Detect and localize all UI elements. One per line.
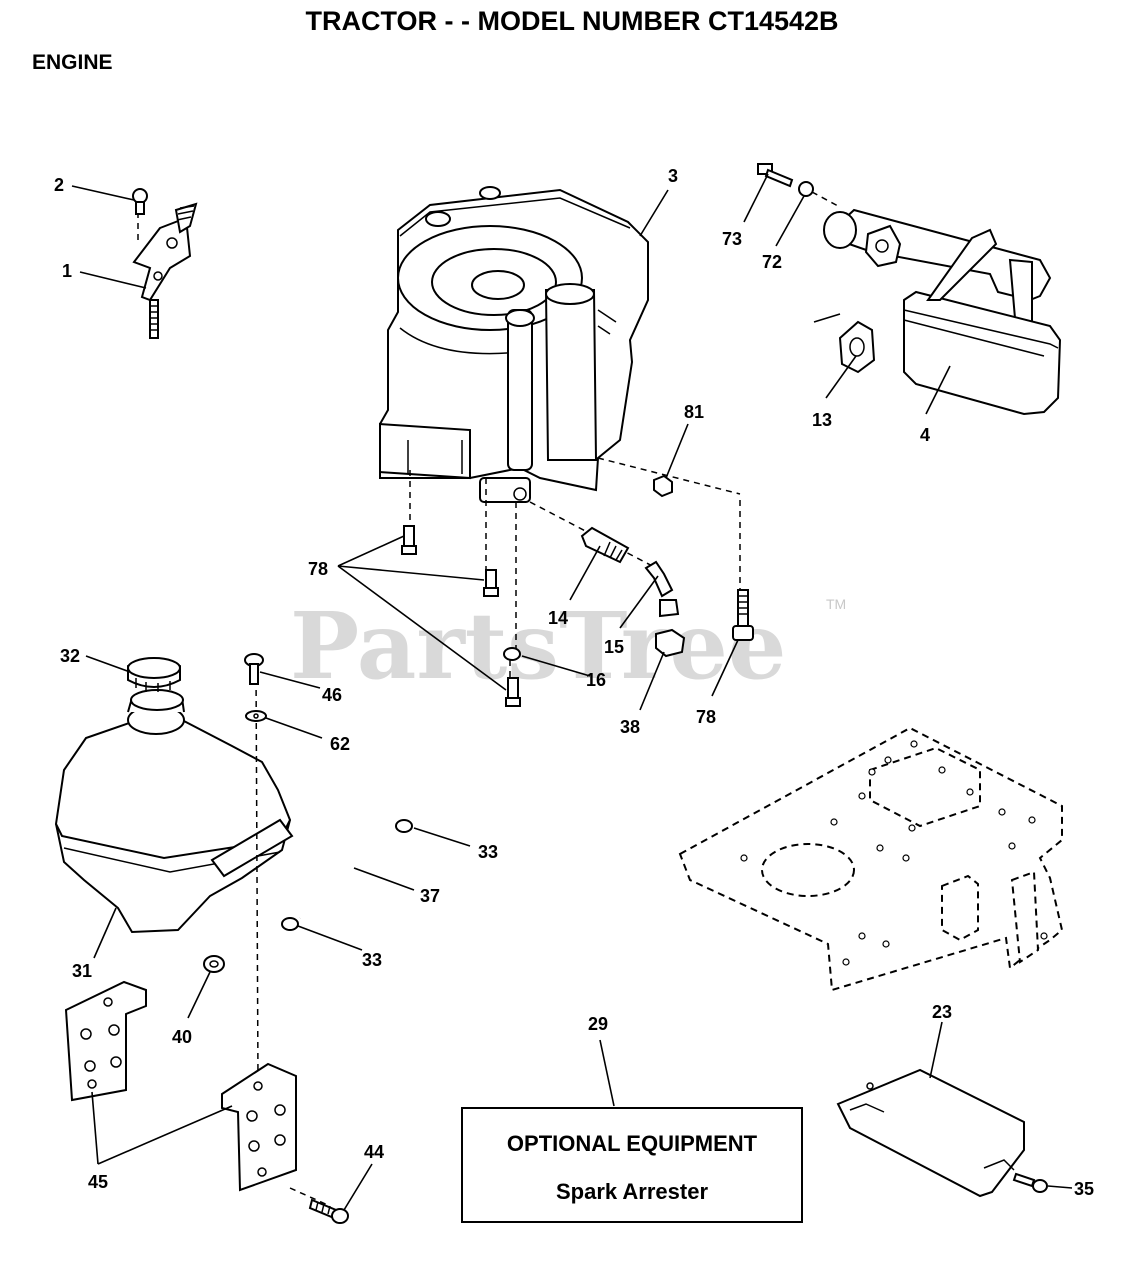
section-heading: ENGINE — [32, 51, 113, 74]
callout-33-upper: 33 — [478, 842, 498, 862]
page-title: TRACTOR - - MODEL NUMBER CT14542B — [305, 6, 838, 36]
callout-16: 16 — [586, 670, 606, 690]
elbow-part-15[interactable] — [644, 560, 674, 598]
fuel-cap-part[interactable] — [127, 657, 181, 692]
callout-73: 45 — [88, 1172, 108, 1192]
callout-labels: 2 1 3 73 72 13 4 81 78 14 15 16 38 78 32… — [54, 166, 1094, 1199]
muffler-part[interactable] — [823, 208, 1062, 416]
washer-part-16[interactable] — [503, 647, 521, 661]
fitting-part-38[interactable] — [655, 599, 686, 658]
callout-13: 13 — [812, 410, 832, 430]
screw-part-45[interactable] — [244, 653, 264, 685]
bolt-part-72[interactable] — [757, 163, 794, 188]
fuel-pipe-part-14[interactable] — [580, 526, 630, 564]
optional-equipment-box: OPTIONAL EQUIPMENT Spark Arrester — [461, 1107, 803, 1223]
callout-33-lower: 33 — [362, 950, 382, 970]
callout-45: 46 — [322, 685, 342, 705]
screw-part-44[interactable] — [308, 1198, 349, 1224]
callout-78-left: 78 — [308, 559, 328, 579]
watermark: PartsTree — [290, 592, 786, 700]
engine-part[interactable] — [379, 186, 649, 503]
clamp-part-33-upper[interactable] — [395, 819, 413, 833]
callout-35: 35 — [1074, 1179, 1094, 1199]
callout-31: 31 — [72, 961, 92, 981]
callout-1: 1 — [62, 261, 72, 281]
callout-78-right: 78 — [696, 707, 716, 727]
bracket-part-73-left[interactable] — [64, 980, 147, 1102]
throttle-control-part[interactable] — [132, 202, 198, 339]
bolt-part-78-left[interactable] — [401, 525, 521, 707]
bracket-part-73-right[interactable] — [221, 1062, 297, 1192]
callout-38: 38 — [620, 717, 640, 737]
callout-46: 62 — [330, 734, 350, 754]
fuel-tank-part[interactable] — [54, 689, 294, 934]
callout-15: 15 — [604, 637, 624, 657]
callout-23: 23 — [932, 1002, 952, 1022]
callout-4: 4 — [920, 425, 930, 445]
callout-29: 29 — [588, 1014, 608, 1034]
screw-part-2[interactable] — [132, 188, 148, 215]
callout-2: 2 — [54, 175, 64, 195]
gasket-part-13[interactable] — [813, 313, 876, 374]
callout-72: 73 — [722, 229, 742, 249]
optional-equipment-item: Spark Arrester — [556, 1179, 708, 1204]
optional-equipment-heading: OPTIONAL EQUIPMENT — [507, 1131, 758, 1156]
callout-81: 81 — [684, 402, 704, 422]
callout-14: 14 — [548, 608, 568, 628]
callout-62: 72 — [762, 252, 782, 272]
washer-part-62[interactable] — [798, 181, 839, 207]
watermark-trademark: TM — [826, 596, 846, 612]
fuel-line-part-37[interactable] — [298, 828, 402, 919]
bolt-part-78-right[interactable] — [732, 589, 754, 641]
tractor-frame-outline — [678, 726, 1064, 992]
callout-44: 44 — [364, 1142, 384, 1162]
screw-part-35[interactable] — [1012, 1172, 1048, 1193]
callout-3: 3 — [668, 166, 678, 186]
grommet-part-40[interactable] — [203, 955, 225, 973]
callout-32: 32 — [60, 646, 80, 666]
nut-part-81[interactable] — [653, 474, 673, 498]
clamp-part-33-lower[interactable] — [281, 917, 299, 931]
washer-part-46[interactable] — [245, 710, 267, 722]
callout-37: 37 — [420, 886, 440, 906]
callout-40: 40 — [172, 1027, 192, 1047]
leader-lines — [71, 173, 1073, 1211]
spark-arrester-plate-part[interactable] — [836, 1068, 1025, 1198]
